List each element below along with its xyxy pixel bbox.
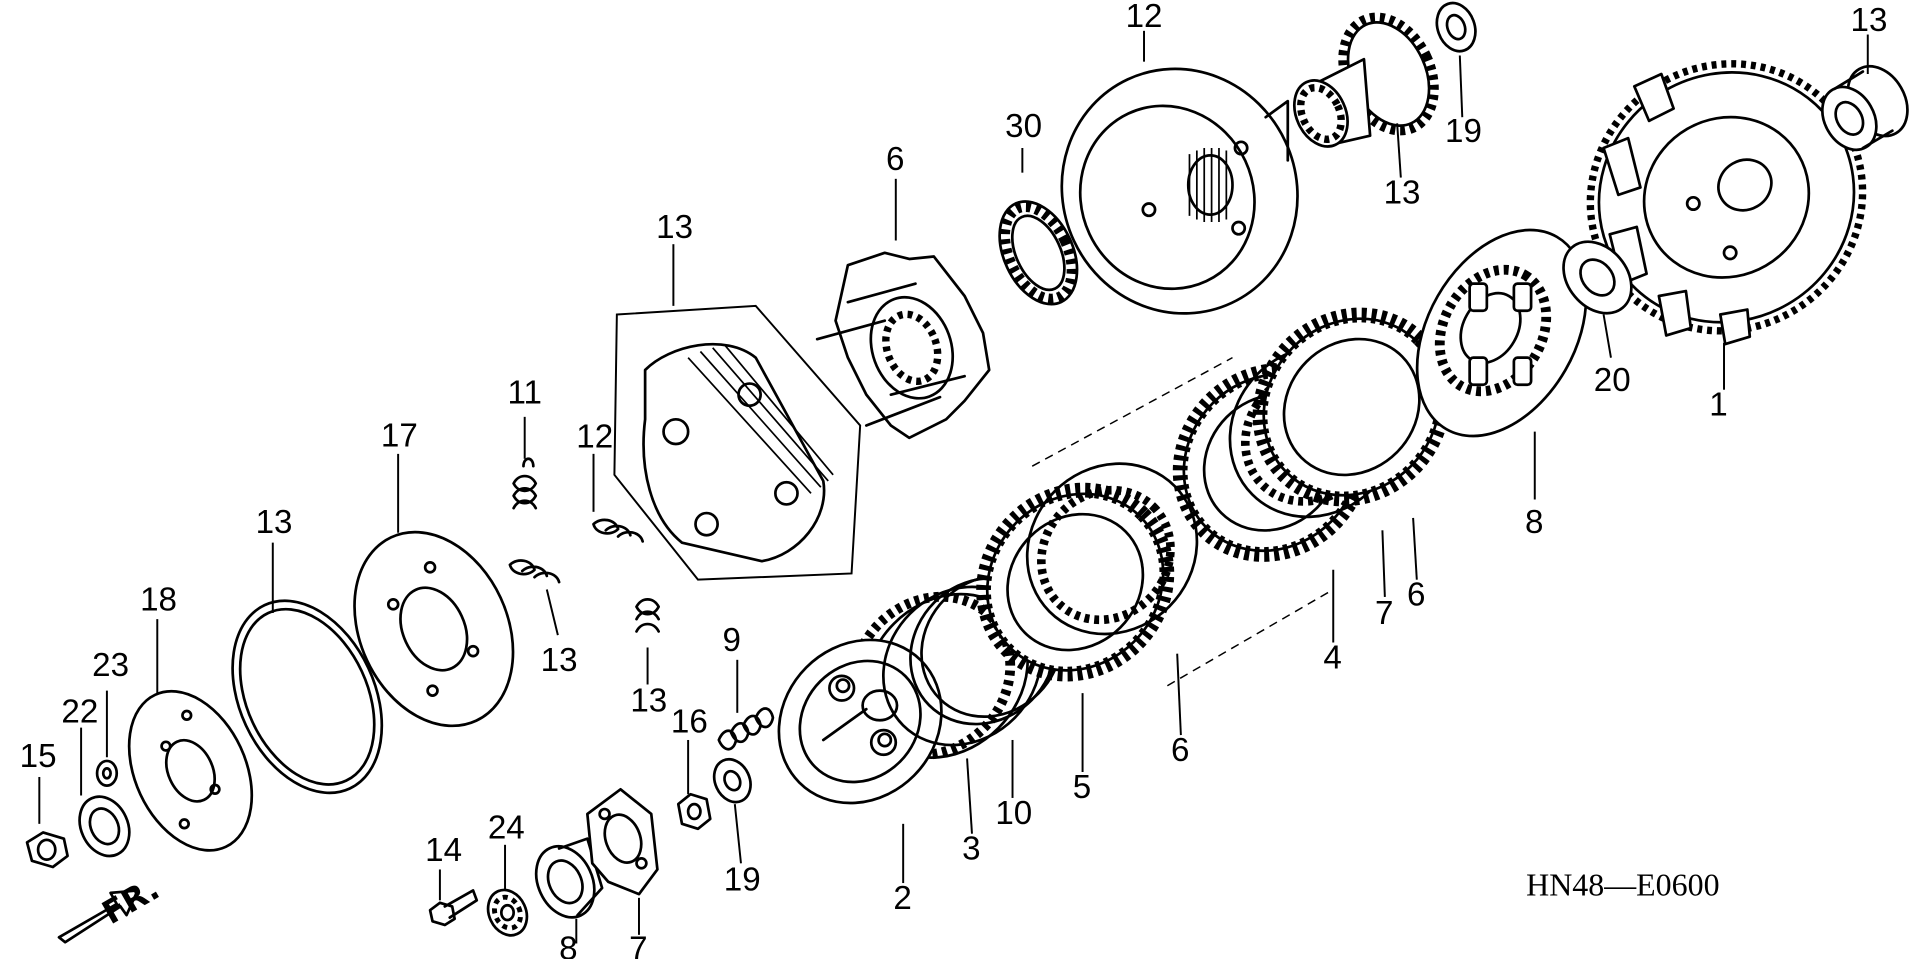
callout-19: 14 (425, 832, 462, 869)
callout-15: 13 (656, 209, 693, 246)
front-arrow-icon (57, 889, 139, 944)
callout-2: 2 (893, 880, 911, 917)
callout-12: 10 (995, 795, 1032, 832)
part-24-washer (712, 757, 752, 804)
part-1-clutch-outer (1586, 60, 1867, 346)
callout-13a: 11 (507, 374, 541, 411)
part-8-pressure-plate (1415, 228, 1588, 438)
callout-4a: 4 (1323, 639, 1341, 676)
callout-6b: 7 (1375, 595, 1393, 632)
part-26-washer (1562, 240, 1633, 315)
plates-group-dashes (1031, 357, 1334, 687)
part-30-one-way-clutch (998, 200, 1079, 306)
part-14-drum (1060, 67, 1299, 315)
part-20-nut (25, 831, 69, 869)
part-22-side-plate (353, 530, 515, 728)
callout-21: 16 (671, 704, 708, 741)
callout-13b: 12 (576, 419, 613, 456)
callout-9: 7 (629, 930, 647, 959)
front-marker-label: FR. (96, 869, 166, 932)
callout-4b: 6 (1407, 576, 1425, 613)
callout-8: 8 (1525, 504, 1543, 541)
part-29-bearing (486, 888, 529, 937)
callout-18: 13 (1851, 2, 1888, 39)
part-11-spring (717, 707, 775, 751)
callout-22: 17 (381, 417, 418, 454)
callout-6a: 6 (1171, 732, 1189, 769)
part-15-clutch-weights (613, 304, 862, 581)
part-27-washer (78, 795, 131, 858)
part-28-nut (95, 759, 119, 787)
callout-30: 30 (1005, 108, 1042, 145)
part-13-springs (508, 457, 660, 633)
callout-11: 9 (723, 622, 741, 659)
callout-1: 1 (1709, 387, 1727, 424)
part-16-gasket (231, 599, 384, 795)
callout-24: 19 (724, 861, 761, 898)
part-17-drive-gear (1293, 12, 1439, 148)
part-18-bushing (1821, 64, 1909, 152)
part-9-plate (586, 787, 659, 896)
callout-7: 6 (886, 141, 904, 178)
diagram-code: HN48—E0600 (1526, 866, 1719, 902)
callout-14: 12 (1126, 0, 1163, 35)
callout-26: 20 (1594, 362, 1631, 399)
callout-3: 3 (962, 831, 980, 868)
callout-5: 5 (1073, 769, 1091, 806)
callout-20: 15 (20, 738, 57, 775)
callout-16: 13 (256, 504, 293, 541)
part-7-drive-plate (815, 251, 991, 440)
callout-13d: 13 (630, 683, 667, 720)
callout-27: 22 (61, 694, 98, 731)
callout-29: 24 (488, 810, 525, 847)
part-25-washer (1435, 1, 1477, 53)
callout-25: 19 (1445, 113, 1482, 150)
callout-28: 23 (92, 647, 129, 684)
callout-23: 18 (140, 581, 177, 618)
part-21-nut (676, 792, 712, 831)
part-23-cover-plate (127, 689, 254, 852)
part-19-bolt (428, 889, 479, 927)
callout-13c: 13 (541, 642, 578, 679)
callout-10: 8 (559, 930, 577, 959)
callout-17: 13 (1384, 174, 1421, 211)
